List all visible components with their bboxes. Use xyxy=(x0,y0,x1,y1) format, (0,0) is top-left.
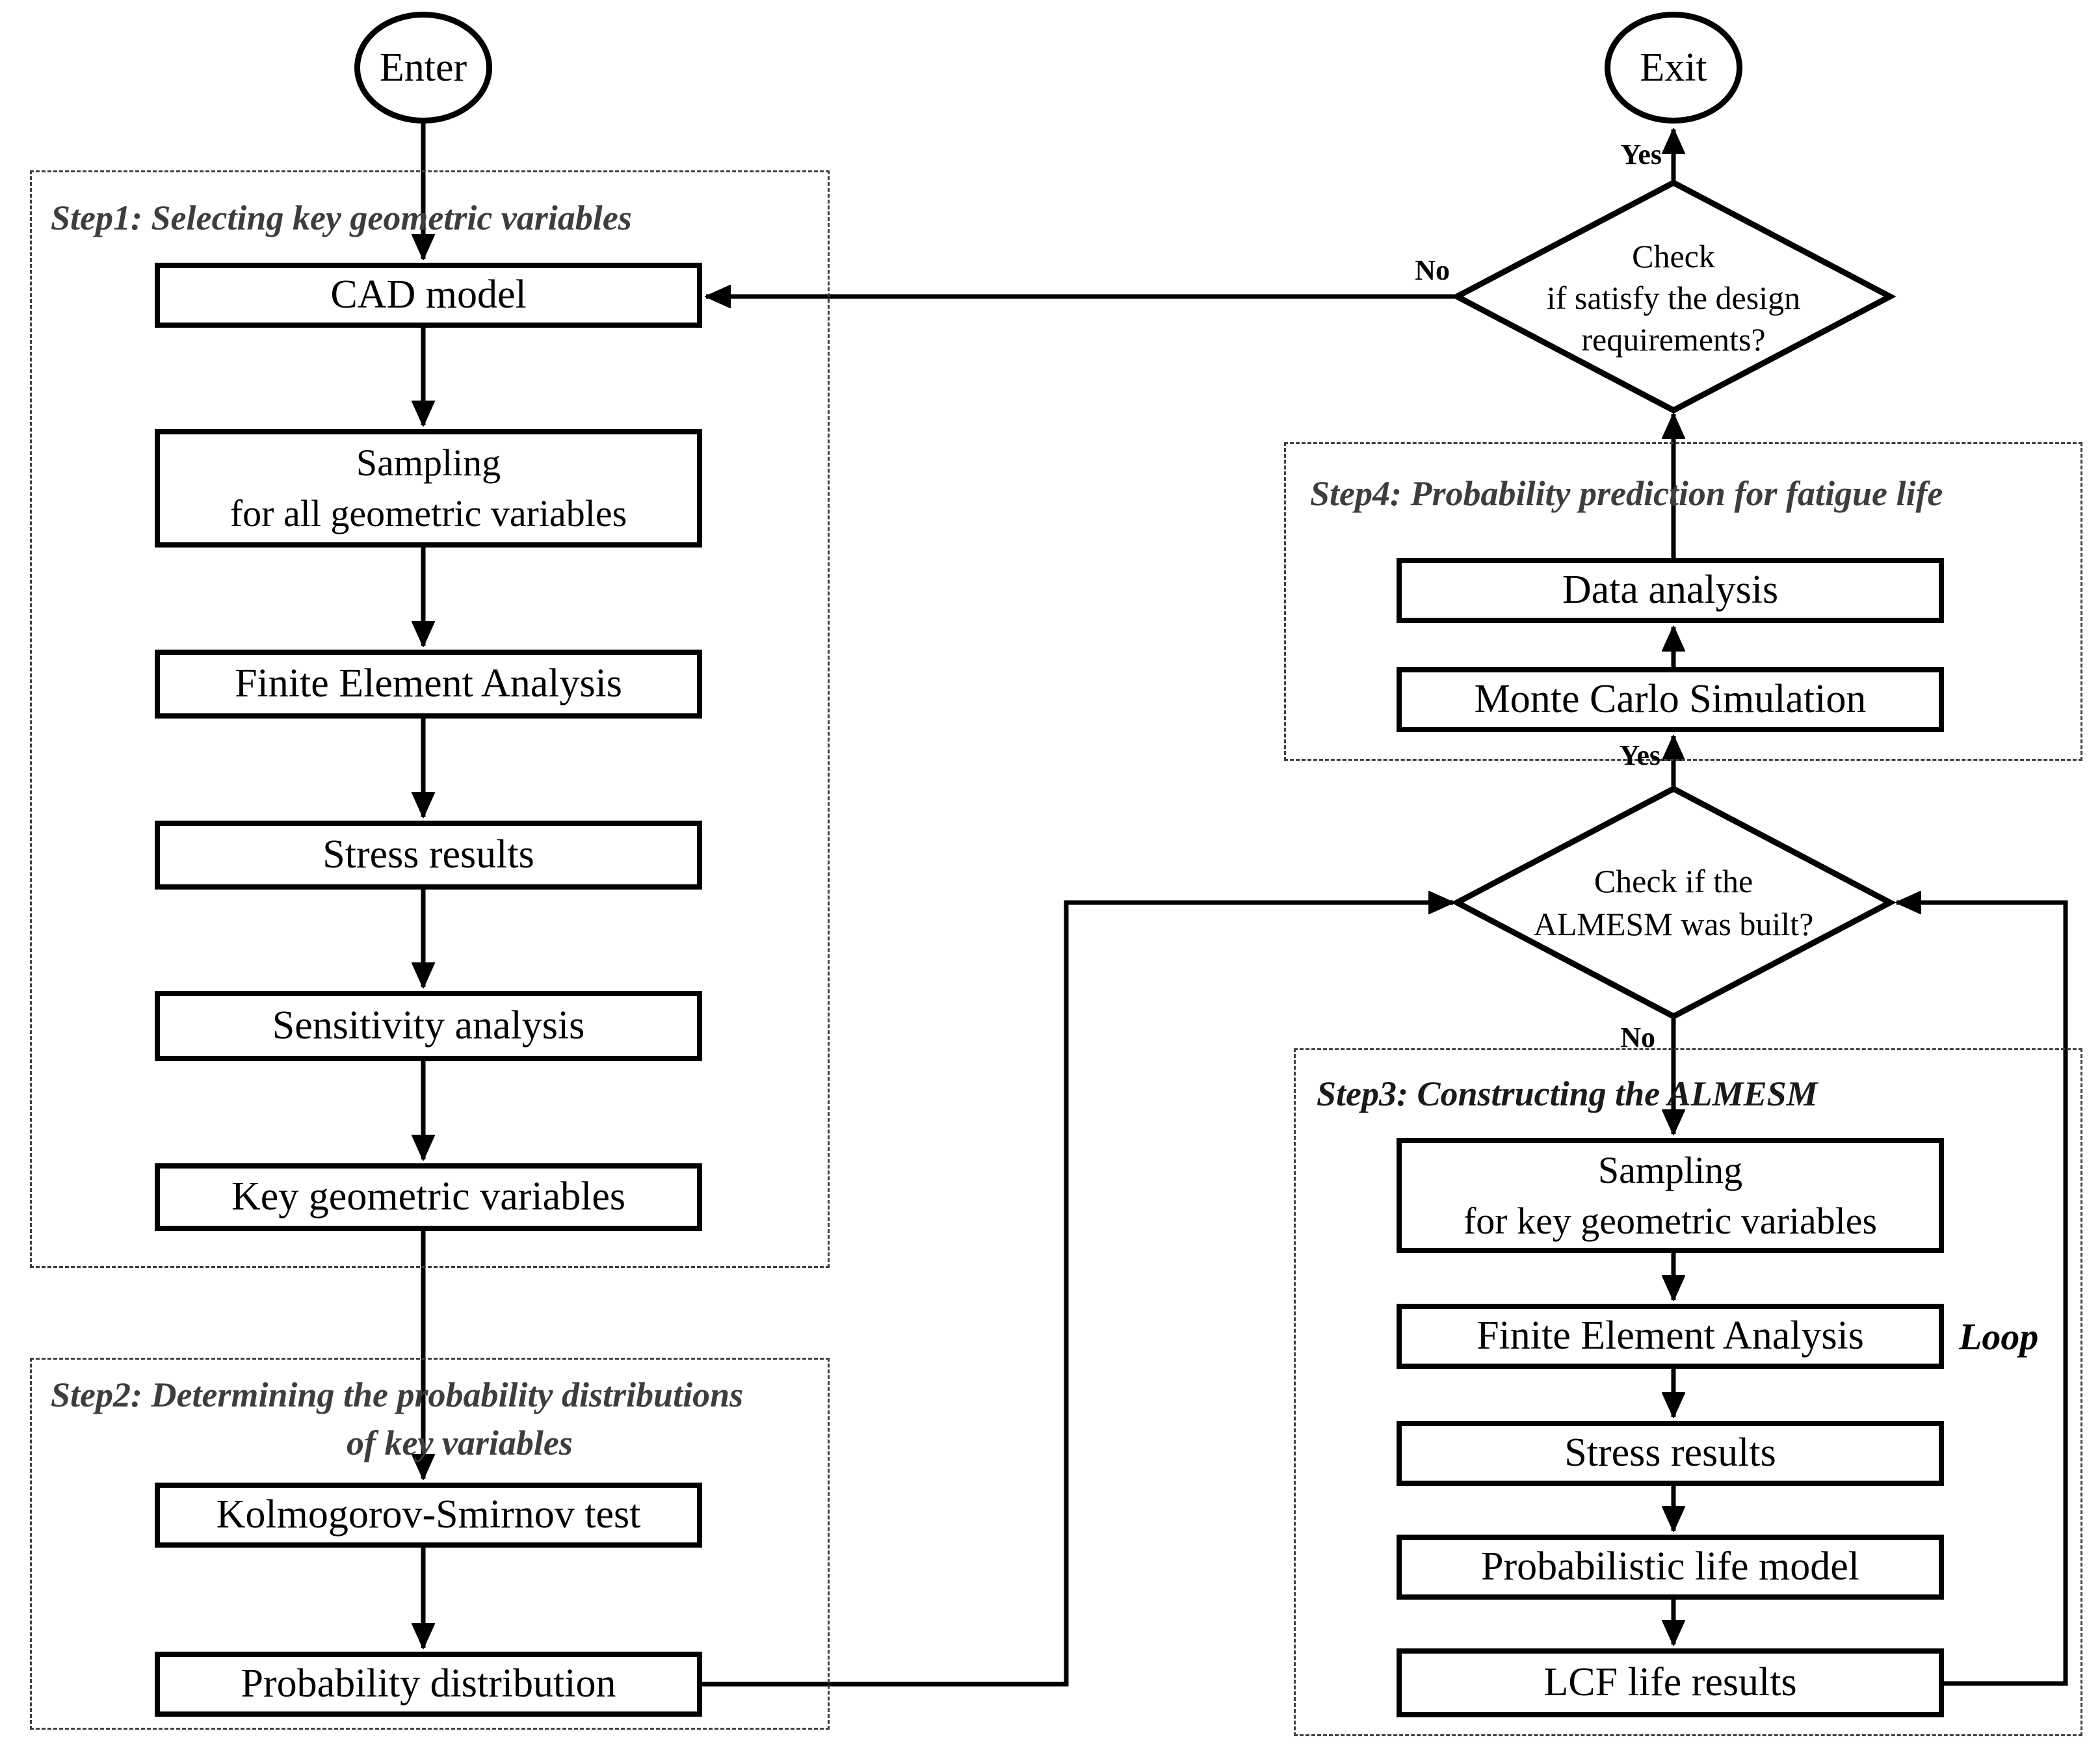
step1-title: Step1: Selecting key geometric variables xyxy=(51,198,632,237)
step3-title: Step3: Constructing the ALMESM xyxy=(1317,1074,1818,1113)
node-stress-results-step1: Stress results xyxy=(155,821,702,890)
step4-container xyxy=(1284,442,2082,761)
design-yes-label: Yes xyxy=(1620,139,1662,170)
node-kolmogorov-smirnov-test-label: Kolmogorov-Smirnov test xyxy=(216,1492,641,1537)
node-probability-distribution: Probability distribution xyxy=(155,1652,702,1717)
edge-lcf-loop-to-almesm-decision xyxy=(1897,903,2068,1686)
node-kolmogorov-smirnov-test: Kolmogorov-Smirnov test xyxy=(155,1483,702,1548)
design-decision-line2: if satisfy the design xyxy=(1546,280,1801,316)
node-lcf-life-results-label: LCF life results xyxy=(1543,1660,1797,1705)
node-stress-results-step3: Stress results xyxy=(1397,1421,1944,1486)
node-sampling-all-line1: Sampling xyxy=(356,442,501,484)
node-sampling-key-line1: Sampling xyxy=(1597,1148,1743,1191)
node-monte-carlo-simulation-label: Monte Carlo Simulation xyxy=(1474,677,1867,722)
node-lcf-life-results: LCF life results xyxy=(1397,1648,1944,1717)
design-decision-label: Check if satisfy the design requirements… xyxy=(1465,235,1882,360)
enter-terminal: Enter xyxy=(354,12,492,124)
almesm-decision-label: Check if the ALMESM was built? xyxy=(1457,860,1890,945)
node-stress-results-step1-label: Stress results xyxy=(322,832,534,877)
node-cad-model: CAD model xyxy=(155,263,702,328)
design-decision-line1: Check xyxy=(1632,238,1715,274)
node-data-analysis-label: Data analysis xyxy=(1562,568,1779,613)
node-stress-results-step3-label: Stress results xyxy=(1564,1431,1776,1475)
almesm-no-label: No xyxy=(1620,1022,1655,1053)
node-sensitivity-analysis: Sensitivity analysis xyxy=(155,991,702,1061)
almesm-yes-label: Yes xyxy=(1619,739,1660,771)
node-probabilistic-life-model: Probabilistic life model xyxy=(1397,1535,1944,1600)
design-decision-diamond xyxy=(1450,179,1897,414)
node-sampling-key-line2: for key geometric variables xyxy=(1463,1199,1878,1242)
step2-title-line1: Step2: Determining the probability distr… xyxy=(51,1375,744,1414)
node-sampling-key: Sampling for key geometric variables xyxy=(1397,1138,1944,1253)
node-fea-step1: Finite Element Analysis xyxy=(155,650,702,719)
exit-terminal: Exit xyxy=(1605,12,1742,124)
node-probabilistic-life-model-label: Probabilistic life model xyxy=(1480,1544,1859,1589)
design-decision-line3: requirements? xyxy=(1581,321,1766,358)
node-fea-step3-label: Finite Element Analysis xyxy=(1477,1314,1864,1358)
node-cad-model-label: CAD model xyxy=(330,272,527,317)
design-no-label: No xyxy=(1415,254,1450,286)
exit-label: Exit xyxy=(1640,45,1707,90)
node-fea-step1-label: Finite Element Analysis xyxy=(235,661,622,706)
node-sampling-all-line2: for all geometric variables xyxy=(230,492,627,535)
loop-label: Loop xyxy=(1959,1315,2039,1358)
node-fea-step3: Finite Element Analysis xyxy=(1397,1304,1944,1369)
node-probability-distribution-label: Probability distribution xyxy=(241,1661,616,1706)
node-key-geometric-variables: Key geometric variables xyxy=(155,1163,702,1231)
almesm-decision-line2: ALMESM was built? xyxy=(1533,906,1814,942)
node-monte-carlo-simulation: Monte Carlo Simulation xyxy=(1397,667,1944,732)
edge-probdist-to-almesm-decision xyxy=(697,903,1453,1687)
almesm-decision-line1: Check if the xyxy=(1594,863,1753,899)
step2-container xyxy=(30,1358,830,1730)
node-sampling-all: Sampling for all geometric variables xyxy=(155,429,702,548)
node-key-geometric-variables-label: Key geometric variables xyxy=(231,1174,625,1219)
step3-container xyxy=(1294,1048,2082,1736)
enter-label: Enter xyxy=(379,45,467,90)
almesm-decision-diamond xyxy=(1450,785,1897,1020)
step1-container xyxy=(30,170,830,1268)
node-sensitivity-analysis-label: Sensitivity analysis xyxy=(272,1003,585,1048)
node-data-analysis: Data analysis xyxy=(1397,558,1944,623)
step2-title-line2: of key variables xyxy=(347,1423,573,1462)
step4-title: Step4: Probability prediction for fatigu… xyxy=(1310,474,1943,513)
step2-title: Step2: Determining the probability distr… xyxy=(51,1371,743,1467)
